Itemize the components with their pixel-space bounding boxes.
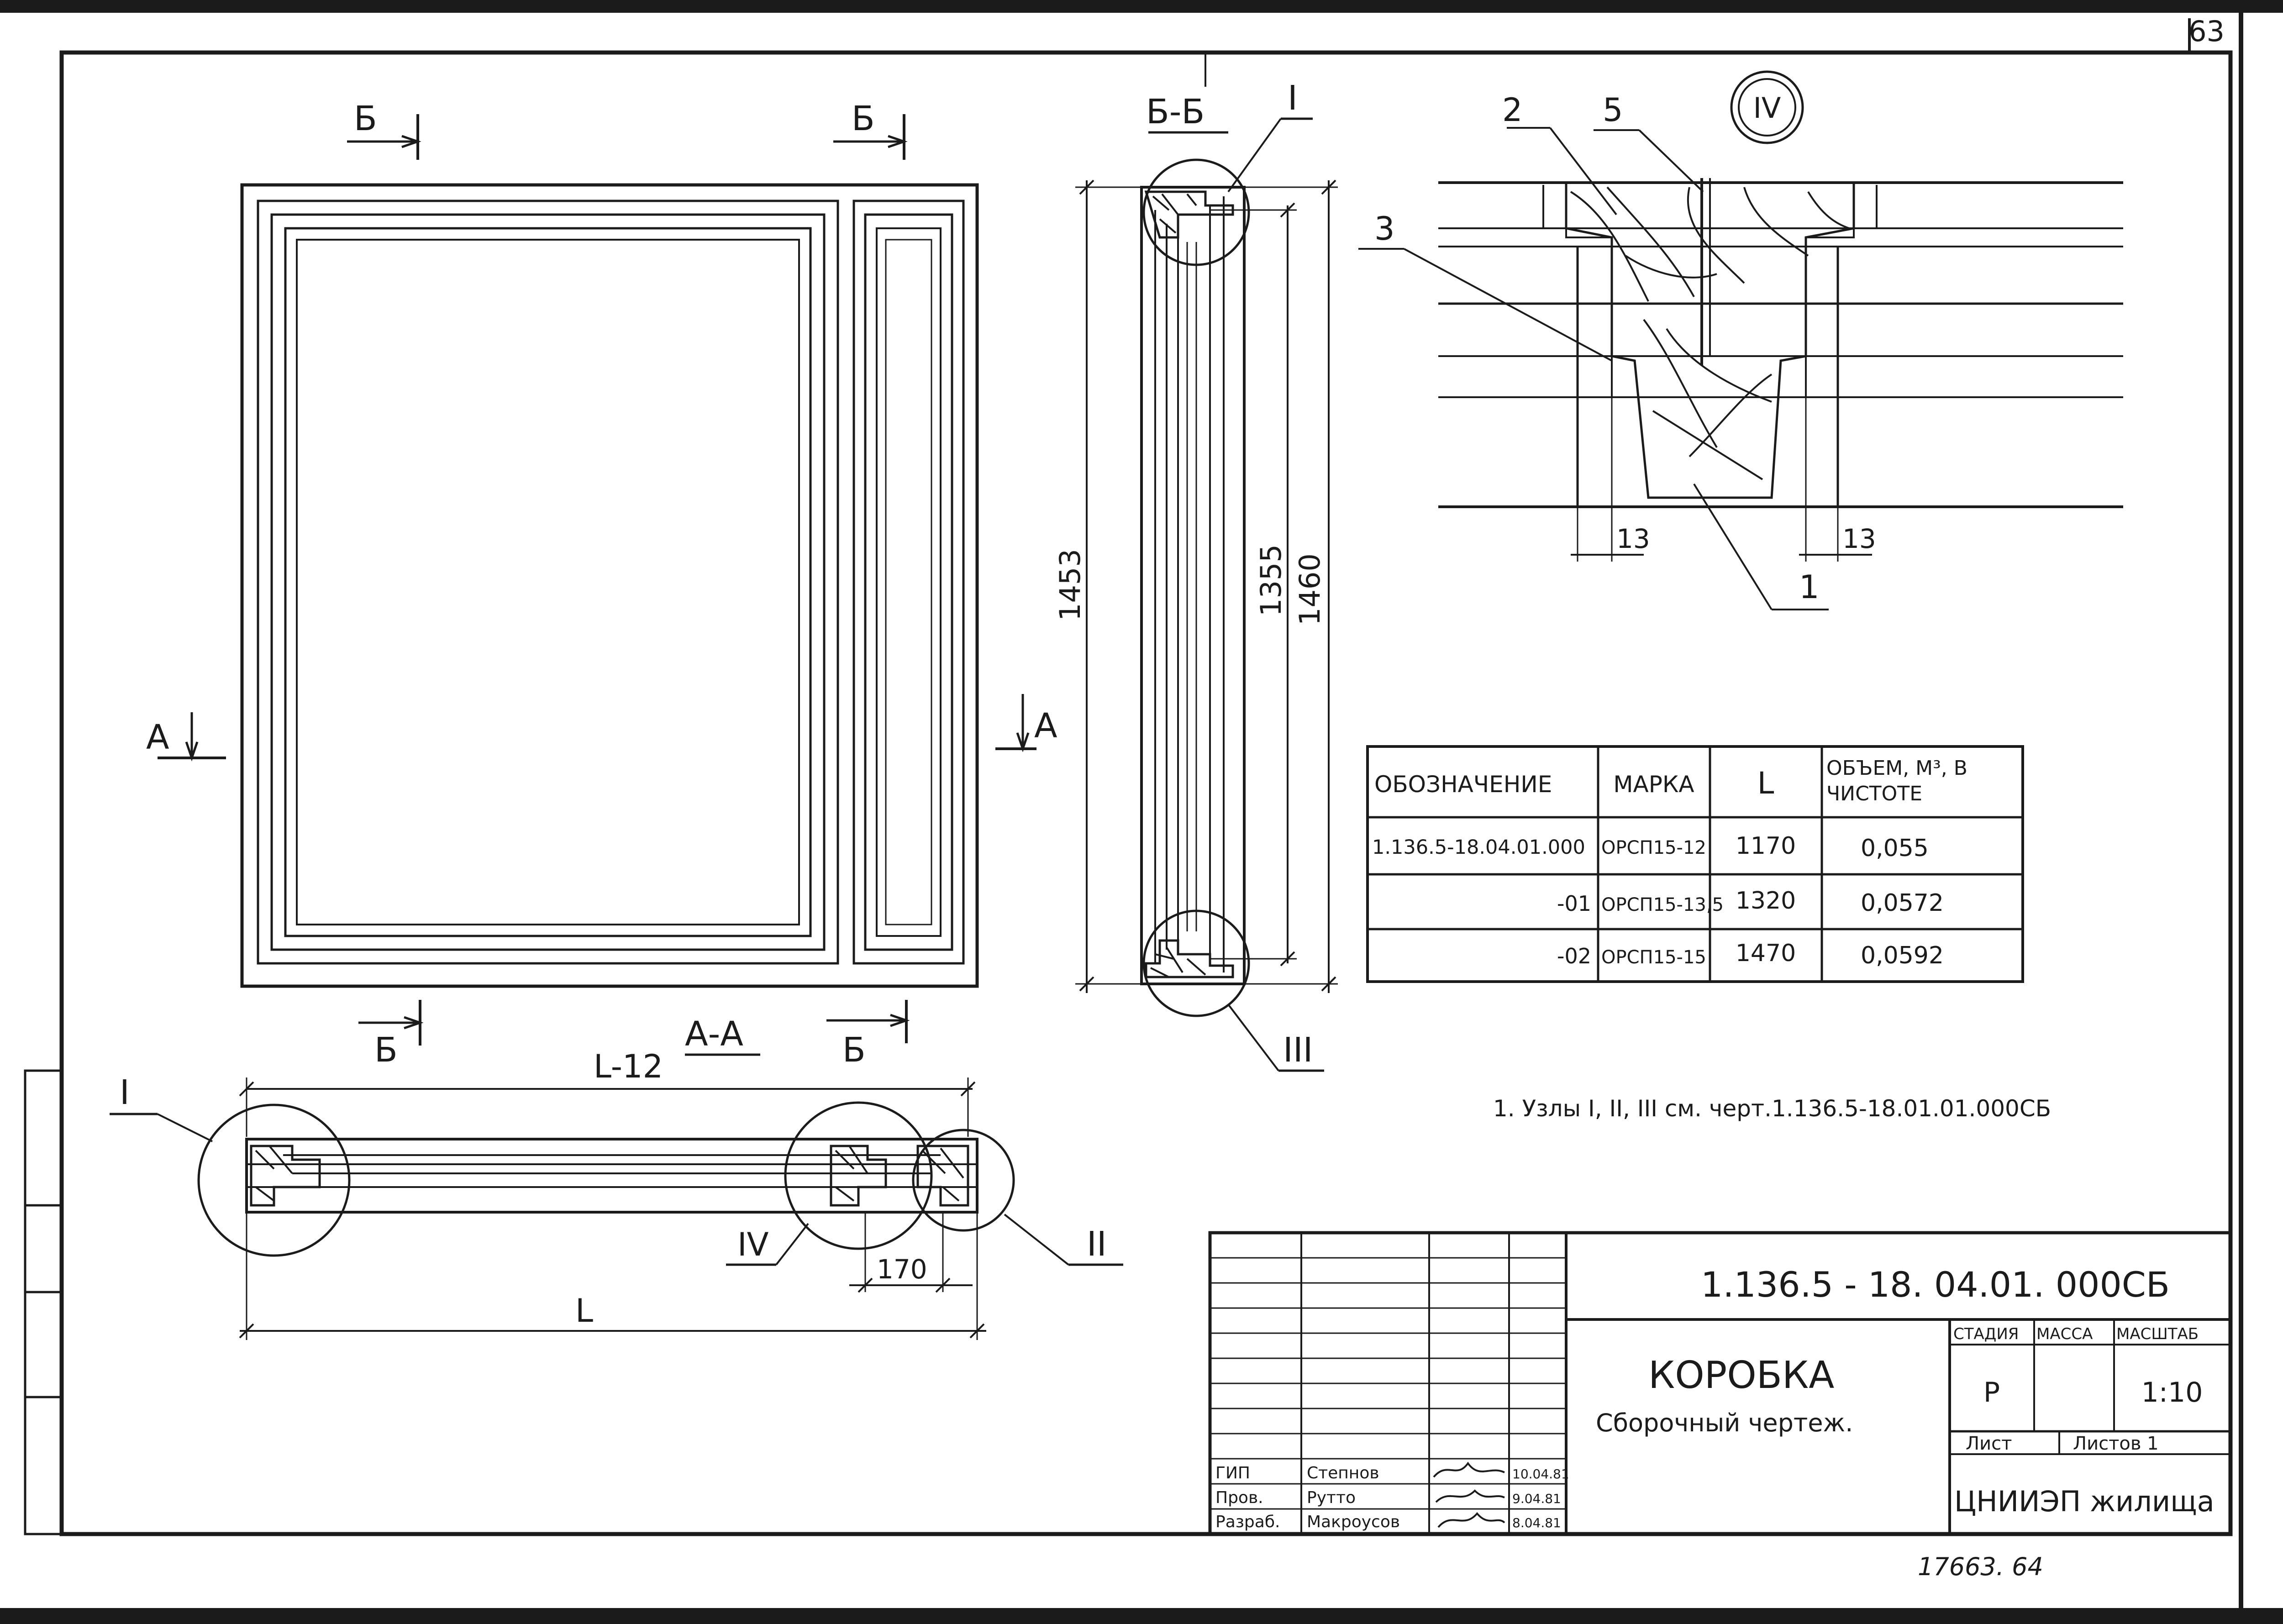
svg-text:Б: Б: [354, 99, 377, 138]
section-mark-top-left: Б: [347, 99, 421, 160]
callout-circle-iii: [1142, 909, 1250, 1017]
callout-i-aa-label: I: [120, 1073, 130, 1112]
organization: ЦНИИЭП жилища: [1954, 1485, 2215, 1518]
dim-outer: 1453: [1053, 549, 1087, 621]
row-3-volume: 0,0592: [1861, 942, 1944, 969]
section-mark-bottom-left: Б: [358, 1000, 424, 1070]
svg-text:А: А: [1034, 706, 1057, 746]
scale-value: 1:10: [2141, 1377, 2203, 1409]
stage-value: Р: [1983, 1377, 2000, 1409]
row-1-designation: 1.136.5-18.04.01.000: [1372, 836, 1585, 859]
part-3-label: 3: [1374, 210, 1395, 247]
sig-role-1: ГИП: [1215, 1464, 1250, 1482]
row-1-length: 1170: [1736, 832, 1796, 860]
dim-l-12: L-12: [594, 1048, 663, 1085]
row-3-designation: -02: [1557, 944, 1591, 968]
callout-i-label: I: [1288, 79, 1298, 118]
header-scale: МАСШТАБ: [2116, 1325, 2199, 1343]
detail-iv-circle-inner: [1738, 78, 1796, 137]
callout-circle-iv-aa: [784, 1101, 933, 1250]
signature-mark-2: [1435, 1489, 1505, 1503]
header-length: L: [1757, 766, 1774, 801]
title-block: ГИП Степнов 10.04.81 Пров. Рутто 9.04.81…: [1208, 1231, 2232, 1536]
sig-name-2: Рутто: [1307, 1488, 1356, 1507]
dim-13-right: 13: [1842, 523, 1876, 554]
sig-name-3: Макроусов: [1307, 1513, 1400, 1531]
sheet-number: 63: [2188, 15, 2225, 48]
row-3-length: 1470: [1736, 940, 1796, 967]
item-subname: Сборочный чертеж.: [1596, 1409, 1853, 1437]
dim-l: L: [575, 1292, 593, 1330]
section-mark-a-right: А: [995, 694, 1057, 752]
row-1-mark: ОРСП15-12: [1601, 837, 1706, 858]
section-bb-title: Б-Б: [1146, 92, 1205, 131]
signature-mark-1: [1433, 1461, 1505, 1478]
drawing-code: 1.136.5 - 18. 04.01. 000СБ: [1701, 1264, 2170, 1305]
bottom-note: 17663. 64: [1918, 1552, 2043, 1581]
callout-circle-i-aa: [197, 1104, 351, 1257]
spec-table: ОБОЗНАЧЕНИЕ МАРКА L ОБЪЕМ, М³, В ЧИСТОТЕ…: [1366, 745, 2024, 983]
row-1-volume: 0,055: [1861, 835, 1929, 862]
svg-text:Б: Б: [852, 99, 875, 138]
part-5-label: 5: [1603, 91, 1623, 129]
row-2-mark: ОРСП15-13,5: [1601, 894, 1724, 915]
callout-iv-aa-label: IV: [737, 1226, 769, 1263]
callout-circle-ii-aa: [912, 1129, 1015, 1232]
section-aa-title: А-А: [685, 1014, 743, 1054]
sig-role-2: Пров.: [1215, 1488, 1263, 1507]
header-volume: ОБЪЕМ, М³, В ЧИСТОТЕ: [1826, 757, 1967, 805]
sheet-label: Лист: [1966, 1433, 2012, 1454]
part-1-label: 1: [1799, 568, 1820, 606]
front-view: [240, 183, 979, 988]
row-2-length: 1320: [1736, 887, 1796, 914]
svg-text:Б: Б: [374, 1030, 398, 1070]
row-3-mark: ОРСП15-15: [1601, 947, 1706, 968]
sheet-frame: [59, 50, 2233, 1536]
row-2-designation: -01: [1557, 891, 1591, 916]
header-designation: ОБОЗНАЧЕНИЕ: [1374, 771, 1552, 798]
signature-mark-3: [1437, 1512, 1505, 1528]
sig-role-3: Разраб.: [1215, 1513, 1280, 1531]
binding-strip: [24, 1069, 63, 1535]
header-mass: МАССА: [2036, 1325, 2093, 1343]
svg-text:Б: Б: [842, 1030, 866, 1070]
section-aa: А-А L-12 I IV II: [110, 1014, 1123, 1340]
svg-text:А: А: [146, 718, 169, 757]
detail-iv-label: IV: [1753, 91, 1781, 125]
sig-name-1: Степнов: [1307, 1464, 1379, 1482]
detail-iv: IV 2 5 3 1: [1358, 70, 2123, 610]
sig-date-3: 8.04.81: [1512, 1515, 1561, 1530]
header-stage: СТАДИЯ: [1953, 1325, 2019, 1343]
dim-170: 170: [877, 1254, 927, 1285]
dim-inner-a: 1355: [1254, 544, 1288, 616]
scan-edge-bottom: [0, 1608, 2283, 1624]
callout-iii-label: III: [1283, 1030, 1313, 1070]
sheets-label: Листов 1: [2073, 1433, 2159, 1454]
section-bb: Б-Б I III 1453: [1053, 79, 1338, 1072]
section-mark-a-left: А: [146, 712, 226, 762]
section-mark-top-right: Б: [833, 99, 908, 160]
section-mark-bottom-right: Б: [826, 1000, 910, 1070]
assembly-note: 1. Узлы I, II, III см. черт.1.136.5-18.0…: [1493, 1095, 2051, 1122]
scan-edge-top: [0, 0, 2283, 13]
sig-date-2: 9.04.81: [1512, 1491, 1561, 1506]
dim-inner-b: 1460: [1293, 553, 1326, 625]
item-name: КОРОБКА: [1648, 1354, 1834, 1397]
header-mark: МАРКА: [1613, 771, 1694, 798]
part-2-label: 2: [1502, 91, 1523, 129]
row-2-volume: 0,0572: [1861, 889, 1944, 917]
sig-date-1: 10.04.81: [1512, 1466, 1569, 1482]
detail-iv-circle-outer: [1730, 70, 1804, 144]
dim-13-left: 13: [1616, 523, 1650, 554]
callout-circle-i: [1142, 158, 1250, 266]
callout-ii-aa-label: II: [1087, 1225, 1107, 1264]
